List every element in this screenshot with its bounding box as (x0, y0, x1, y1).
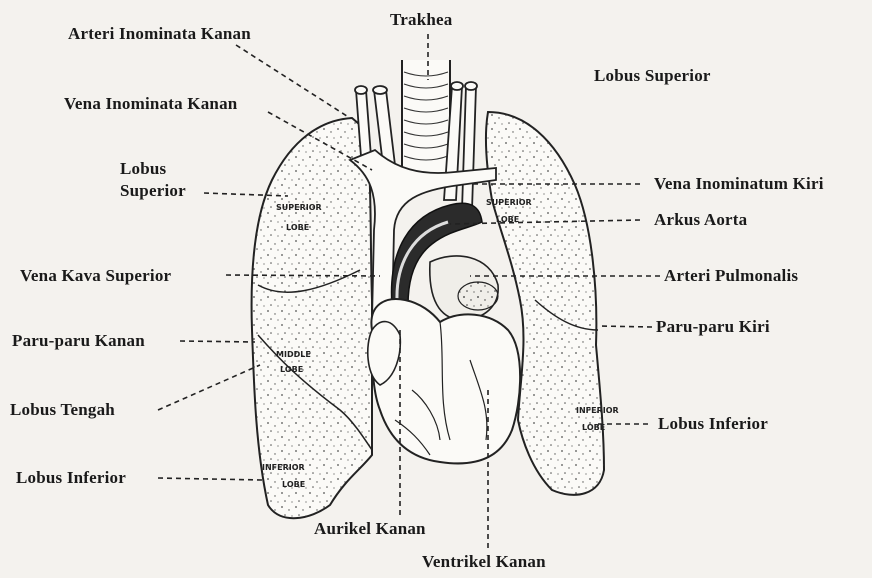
label-lobus-inferior-right-lung: Lobus Inferior (16, 468, 126, 488)
lobe-label-left-superior-1: SUPERIOR (486, 198, 532, 207)
lobe-label-right-superior-1: SUPERIOR (276, 203, 322, 212)
label-vena-kava-superior: Vena Kava Superior (20, 266, 171, 286)
lobe-label-right-inferior-1: INFERIOR (262, 463, 305, 472)
label-paru-paru-kanan: Paru-paru Kanan (12, 331, 145, 351)
label-lobus-superior-left-line2: Superior (120, 180, 186, 202)
label-paru-paru-kiri: Paru-paru Kiri (656, 317, 770, 337)
label-lobus-superior-left: Lobus Superior (120, 158, 186, 202)
lobe-label-left-inferior-1: INFERIOR (576, 406, 619, 415)
label-vena-inominata-kanan: Vena Inominata Kanan (64, 94, 237, 114)
label-lobus-tengah: Lobus Tengah (10, 400, 115, 420)
label-trakhea: Trakhea (390, 10, 452, 30)
lobe-label-right-inferior-2: LOBE (282, 480, 305, 489)
label-arteri-pulmonalis: Arteri Pulmonalis (664, 266, 798, 286)
trachea (402, 60, 450, 186)
heart (371, 299, 520, 463)
label-aurikel-kanan: Aurikel Kanan (314, 519, 426, 539)
lobe-label-middle-2: LOBE (280, 365, 303, 374)
label-arkus-aorta: Arkus Aorta (654, 210, 747, 230)
lobe-label-left-superior-2: LOBE (496, 215, 519, 224)
label-arteri-inominata-kanan: Arteri Inominata Kanan (68, 24, 251, 44)
label-lobus-inferior-left-lung: Lobus Inferior (658, 414, 768, 434)
label-lobus-superior-right: Lobus Superior (594, 66, 711, 86)
lobe-label-right-superior-2: LOBE (286, 223, 309, 232)
label-vena-inominatum-kiri: Vena Inominatum Kiri (654, 174, 824, 194)
label-ventrikel-kanan: Ventrikel Kanan (422, 552, 546, 572)
label-lobus-superior-left-line1: Lobus (120, 158, 186, 180)
lobe-label-middle-1: MIDDLE (276, 350, 311, 359)
